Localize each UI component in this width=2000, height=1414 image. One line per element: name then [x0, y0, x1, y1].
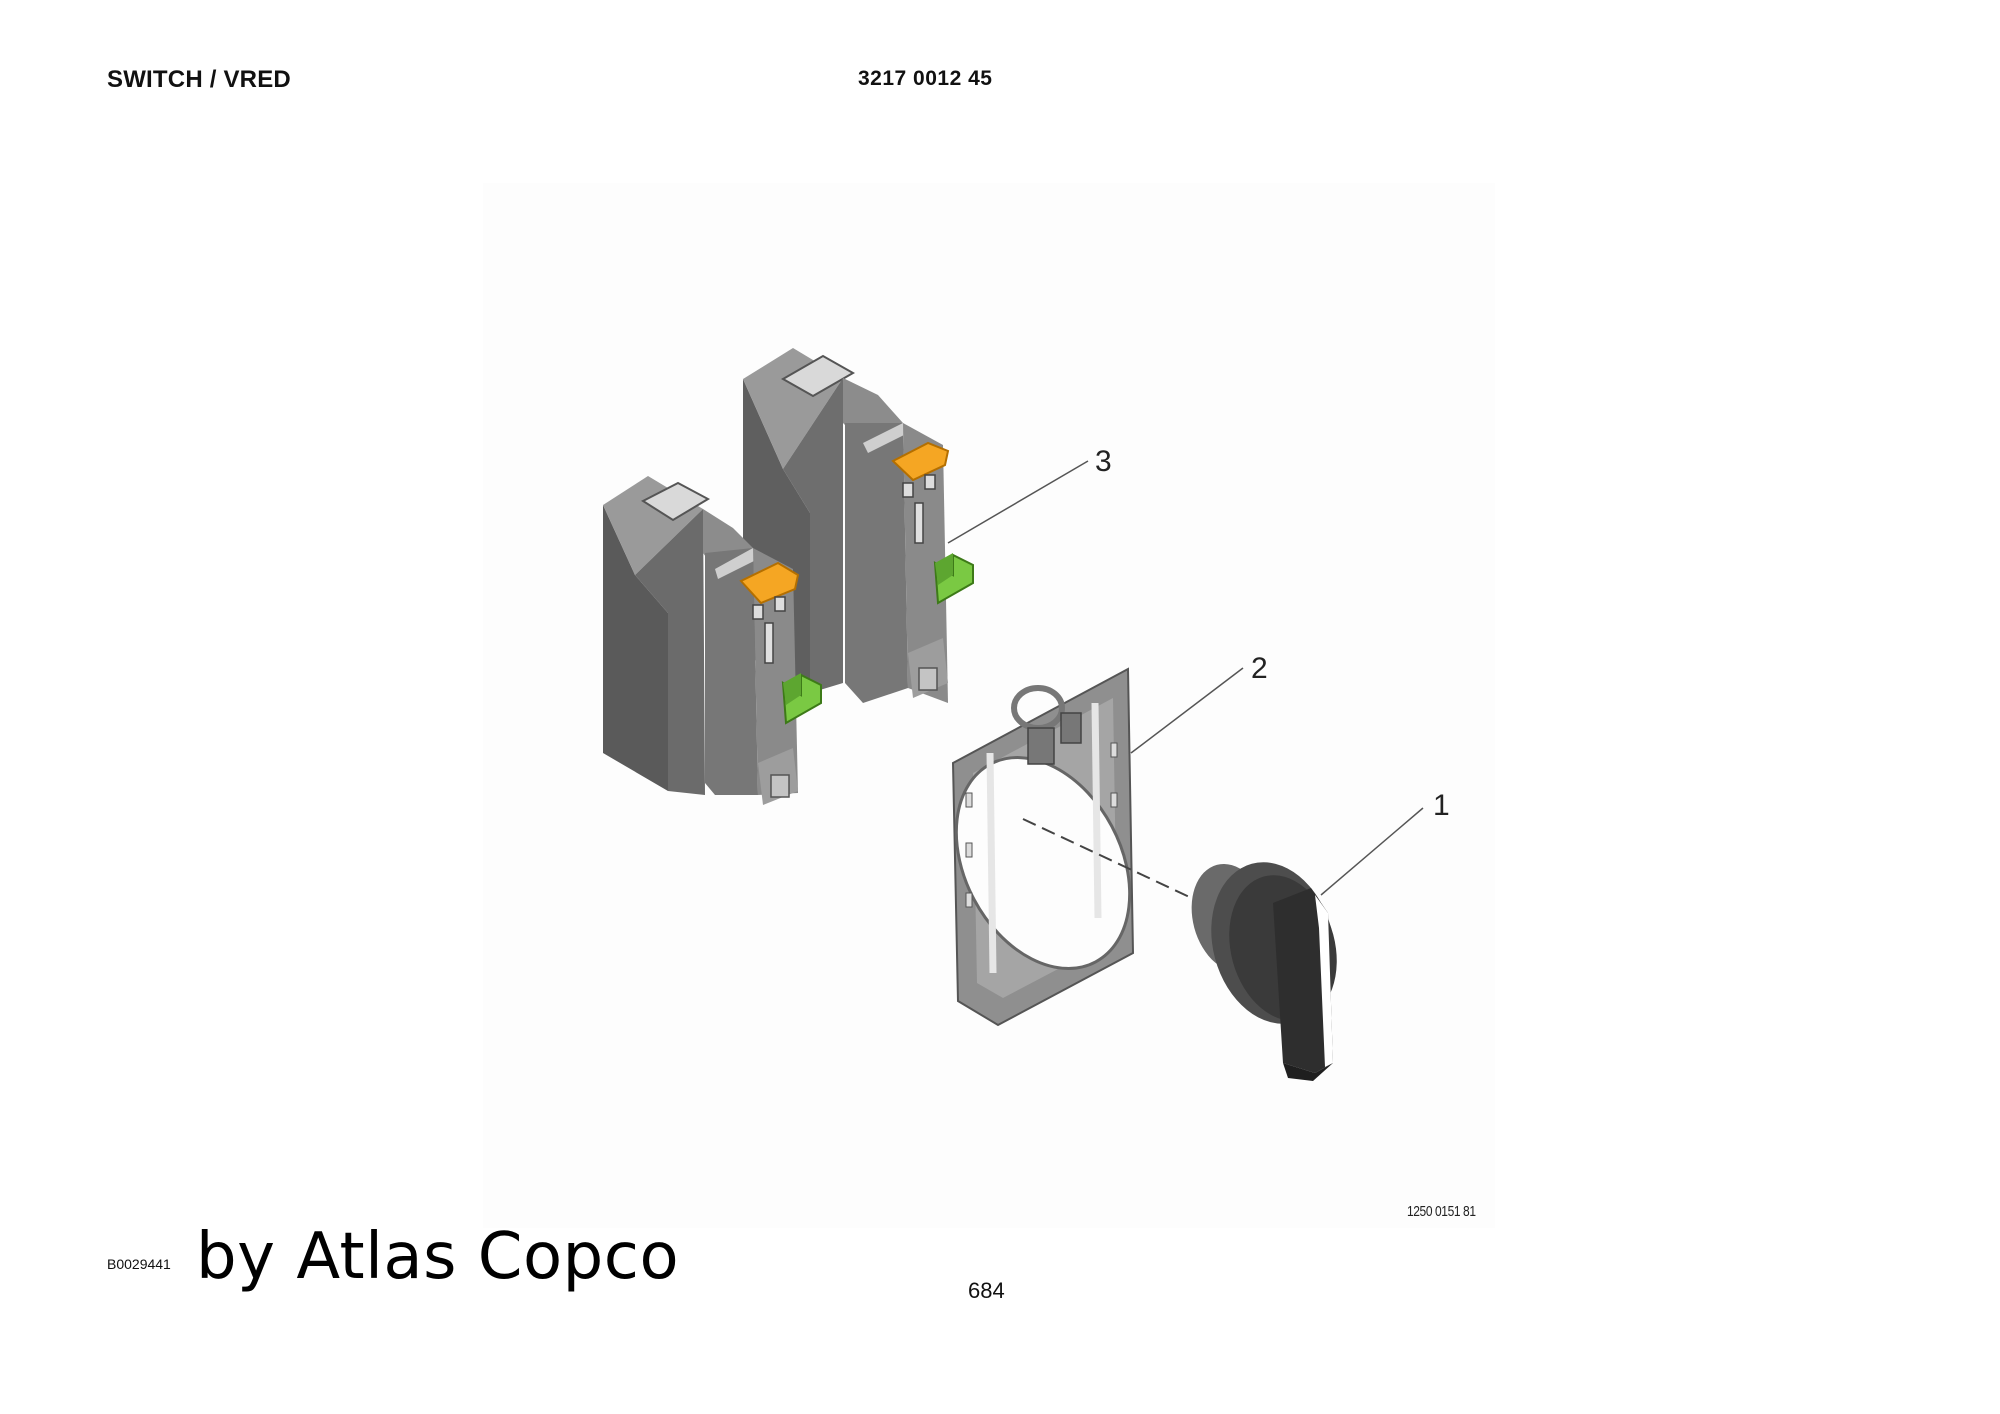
brand-text: by Atlas Copco: [196, 1220, 680, 1294]
callout-3: 3: [1095, 445, 1112, 478]
page-number: 684: [968, 1278, 1005, 1303]
drawing-number: 1250 0151 81: [1407, 1203, 1476, 1220]
contact-block-front: [603, 476, 822, 805]
exploded-view-figure: 3 2 1: [483, 183, 1495, 1228]
callout-1: 1: [1433, 789, 1450, 822]
callout-2: 2: [1251, 652, 1268, 685]
mounting-collar: [951, 667, 1199, 1027]
document-code: B0029441: [107, 1256, 171, 1272]
part-number: 3217 0012 45: [858, 67, 993, 90]
selector-knob: [1191, 862, 1337, 1081]
page-title: SWITCH / VRED: [107, 66, 291, 93]
callouts: 3 2 1: [947, 445, 1450, 896]
